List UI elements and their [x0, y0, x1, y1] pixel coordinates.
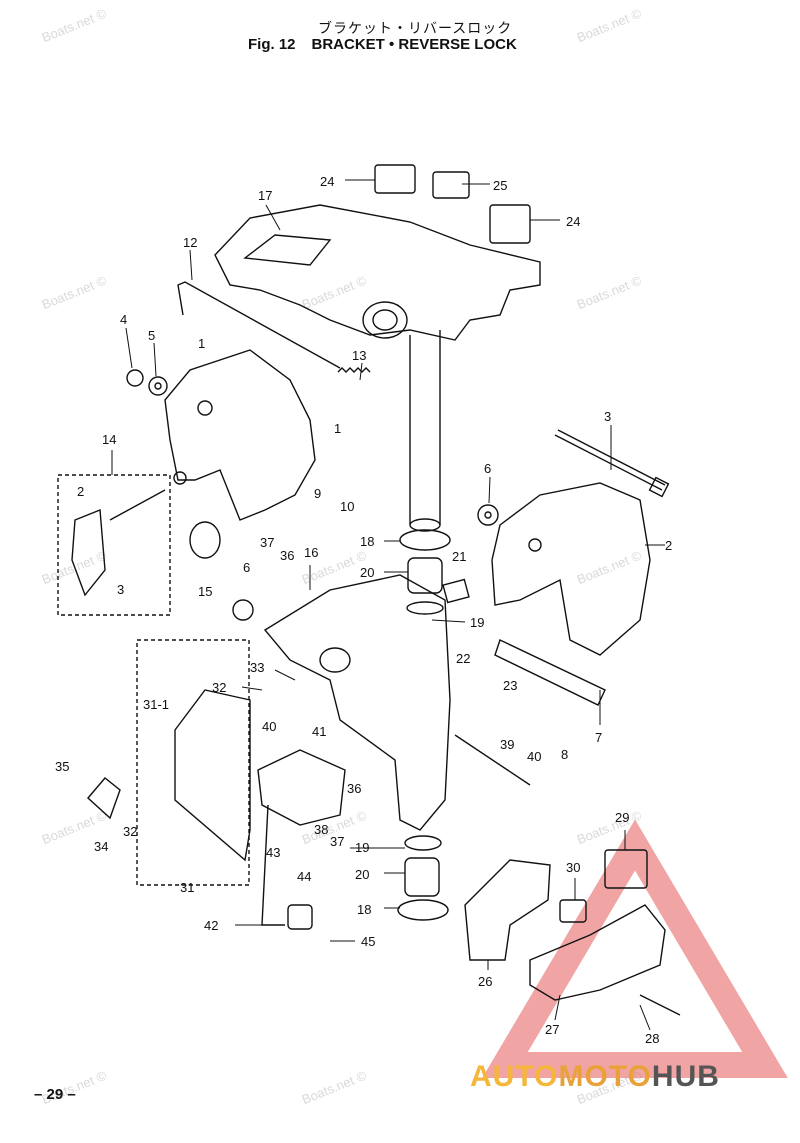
callout-number: 15 [198, 584, 212, 599]
callout-number: 31-1 [143, 697, 169, 712]
callout-number: 27 [545, 1022, 559, 1037]
part-1-stern-bracket-left [164, 349, 316, 521]
callout-number: 1 [198, 336, 205, 351]
callout-number: 6 [484, 461, 491, 476]
callout-number: 19 [355, 840, 369, 855]
part-16-swivel-bracket [263, 574, 451, 831]
callout-number: 44 [297, 869, 311, 884]
callout-number: 18 [357, 902, 371, 917]
callout-number: 9 [314, 486, 321, 501]
callout-labels: 24 25 24 17 12 4 5 1 13 1 9 10 3 14 2 3 … [55, 174, 672, 1046]
part-31-frame [174, 689, 251, 862]
part-7-plate [494, 639, 606, 706]
part-6-washer [477, 504, 499, 526]
callout-number: 25 [493, 178, 507, 193]
callout-number: 32 [212, 680, 226, 695]
callout-number: 2 [77, 484, 84, 499]
part-3-long-bolt [554, 434, 663, 491]
callout-number: 34 [94, 839, 108, 854]
part-14-group-box [57, 474, 171, 616]
callout-number: 29 [615, 810, 629, 825]
callout-number: 24 [320, 174, 334, 189]
callout-number: 12 [183, 235, 197, 250]
callout-number: 23 [503, 678, 517, 693]
callout-number: 39 [500, 737, 514, 752]
callout-number: 1 [334, 421, 341, 436]
callout-number: 3 [604, 409, 611, 424]
callout-number: 37 [330, 834, 344, 849]
callout-number: 36 [280, 548, 294, 563]
callout-number: 5 [148, 328, 155, 343]
brand-triangle-logo [482, 819, 788, 1078]
callout-number: 2 [665, 538, 672, 553]
part-24-block-2 [489, 204, 531, 244]
callout-number: 38 [314, 822, 328, 837]
callout-number: 19 [470, 615, 484, 630]
callout-number: 42 [204, 918, 218, 933]
part-12-rod [177, 281, 341, 369]
part-25-block [432, 171, 470, 199]
callout-number: 6 [243, 560, 250, 575]
callout-number: 40 [262, 719, 276, 734]
callout-number: 26 [478, 974, 492, 989]
callout-number: 22 [456, 651, 470, 666]
brand-part-3: HUB [651, 1060, 720, 1093]
part-drawings [57, 164, 681, 1016]
part-24-block [374, 164, 416, 194]
callout-number: 40 [527, 749, 541, 764]
title-japanese: ブラケット・リバースロック [318, 20, 513, 36]
leader-lines [111, 179, 665, 1031]
figure-label: Fig. 12 [248, 36, 296, 53]
callout-number: 21 [452, 549, 466, 564]
callout-number: 10 [340, 499, 354, 514]
callout-number: 4 [120, 312, 127, 327]
callout-number: 35 [55, 759, 69, 774]
callout-number: 24 [566, 214, 580, 229]
brand-logo-text: AUTOMOTOHUB [470, 1060, 720, 1094]
part-4-nut [126, 369, 144, 387]
callout-number: 8 [561, 747, 568, 762]
callout-number: 28 [645, 1031, 659, 1046]
callout-number: 20 [355, 867, 369, 882]
part-2-stern-bracket-right [491, 482, 651, 656]
callout-number: 14 [102, 432, 116, 447]
callout-number: 13 [352, 348, 366, 363]
part-5-washer [148, 376, 168, 396]
callout-number: 20 [360, 565, 374, 580]
callout-number: 37 [260, 535, 274, 550]
callout-number: 30 [566, 860, 580, 875]
swivel-bracket-top [214, 204, 541, 341]
figure-title: Fig. 12 BRACKET • REVERSE LOCK [248, 36, 517, 53]
callout-number: 3 [117, 582, 124, 597]
part-26-lock-bracket [464, 859, 551, 961]
callout-number: 31 [180, 880, 194, 895]
callout-number: 17 [258, 188, 272, 203]
part-15-cap [189, 521, 221, 559]
callout-number: 32 [123, 824, 137, 839]
brand-part-2: MOTO [558, 1060, 652, 1093]
callout-number: 7 [595, 730, 602, 745]
callout-number: 33 [250, 660, 264, 675]
brand-part-1: AUTO [470, 1060, 559, 1093]
page-number: – 29 – [34, 1086, 76, 1103]
callout-number: 45 [361, 934, 375, 949]
callout-number: 41 [312, 724, 326, 739]
callout-number: 43 [266, 845, 280, 860]
callout-number: 36 [347, 781, 361, 796]
figure-title-text: BRACKET • REVERSE LOCK [311, 36, 517, 53]
callout-number: 18 [360, 534, 374, 549]
part-27-lock [529, 904, 666, 1001]
callout-number: 16 [304, 545, 318, 560]
